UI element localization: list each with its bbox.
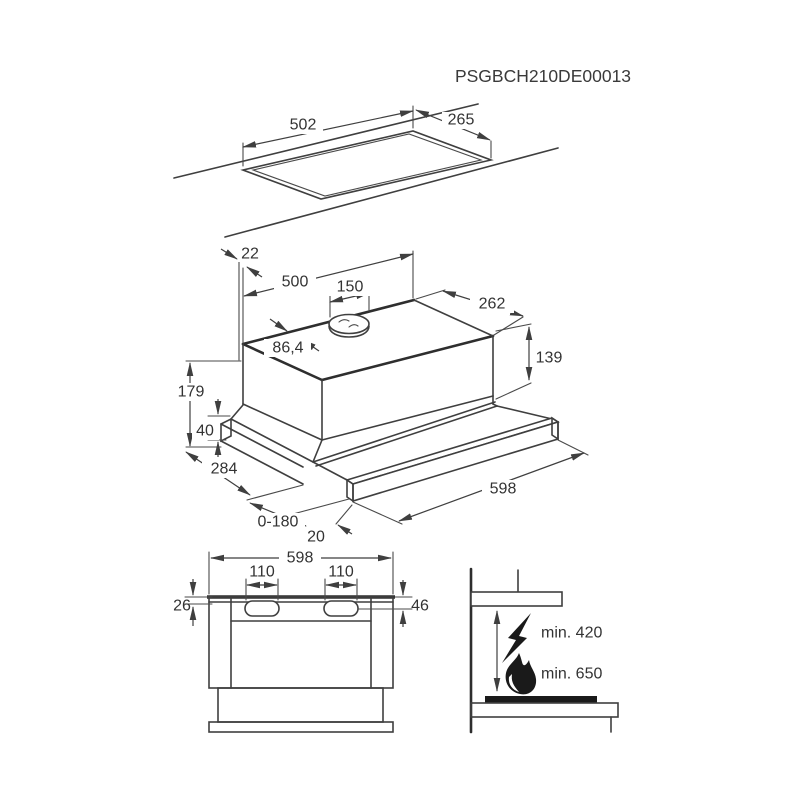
duct-outlet xyxy=(328,313,370,338)
dim-pullout-range-label: 0-180 xyxy=(258,514,299,531)
telescopic-drawer-front xyxy=(217,687,384,723)
pullout-drawer xyxy=(312,403,553,481)
cupboard-bottom xyxy=(470,591,563,607)
dim-back-gap-label: 22 xyxy=(241,246,259,263)
dim-top-gap-label: 26 xyxy=(173,598,191,615)
dim-body-depth-label: 262 xyxy=(479,296,506,313)
cutout-opening xyxy=(240,130,494,200)
dim-body-width-label: 500 xyxy=(282,274,309,291)
dim-bottom-height-label: 40 xyxy=(196,423,214,440)
side-view-clearances: min. 420 min. 650 xyxy=(469,567,619,734)
isometric-view: 22 500 150 262 86,4 139 179 xyxy=(171,245,589,546)
dim-cutout-depth-label: 265 xyxy=(448,112,475,129)
dim-cutout-width-label: 502 xyxy=(290,117,317,134)
clearance-gas-label: min. 650 xyxy=(541,666,602,683)
filter-slot-right xyxy=(323,600,359,617)
dim-visor-length-label: 598 xyxy=(490,481,517,498)
dim-body-height-label: 139 xyxy=(536,350,563,367)
flame-icon xyxy=(505,653,537,695)
dim-left-slot-label: 110 xyxy=(249,564,275,581)
pullout-visor xyxy=(345,416,560,503)
dim-total-height-label: 179 xyxy=(178,384,205,401)
dim-slot-depth-label: 46 xyxy=(411,598,429,615)
cabinet-panel-edge xyxy=(173,103,479,179)
product-code-label: PSGBCH210DE00013 xyxy=(455,66,631,86)
visor-bar-front xyxy=(208,721,394,733)
clearance-electric-label: min. 420 xyxy=(541,625,602,642)
countertop xyxy=(470,702,619,718)
cabinet-panel-edge xyxy=(224,147,559,238)
dim-total-depth-label: 284 xyxy=(211,461,238,478)
lower-housing xyxy=(220,401,496,485)
dim-duct-width-label: 150 xyxy=(337,279,364,296)
top-view-cutout: 502 265 xyxy=(173,103,559,238)
front-view: 598 110 110 26 46 xyxy=(173,550,429,733)
dim-visor-thickness-label: 20 xyxy=(307,529,325,546)
lightning-icon xyxy=(502,613,531,663)
dim-right-slot-label: 110 xyxy=(328,564,354,581)
dim-front-width-label: 598 xyxy=(287,550,314,567)
filter-slot-left xyxy=(244,600,280,617)
hood-front-outline xyxy=(207,595,395,733)
hood-body xyxy=(241,298,495,441)
hob-surface xyxy=(485,696,597,703)
dim-duct-offset-label: 86,4 xyxy=(272,340,303,357)
